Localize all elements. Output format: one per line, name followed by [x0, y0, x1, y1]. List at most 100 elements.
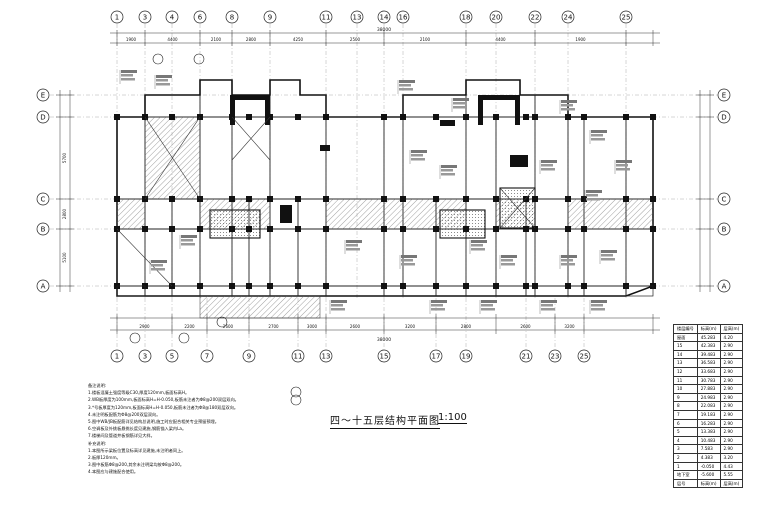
table-cell: 7.583 [696, 444, 721, 454]
column [400, 226, 406, 232]
axis-label-right: B [722, 226, 727, 234]
axis-bubble-left [36, 110, 50, 124]
axis-bubble-top [110, 10, 124, 24]
drawing-title: 四～十五层结构平面图 [330, 412, 440, 429]
shear-wall [440, 120, 455, 126]
design-notes: 备注说明: 1.楼板混凝土强度等级C30,厚度120mm,板面标高H。 2.WB… [88, 382, 328, 476]
callout-text-bar [151, 264, 163, 267]
axis-label-bottom: 19 [462, 353, 471, 361]
axis-bubble-bottom [519, 349, 533, 363]
column [523, 196, 529, 202]
callout-text-bar [616, 168, 630, 171]
callout-text-bar [156, 75, 172, 78]
dimension-text-top: 1900 [126, 37, 137, 42]
callout-text-bar [453, 106, 467, 109]
table-cell: 11 [673, 375, 698, 386]
table-cell: -5.600 [696, 470, 721, 480]
callout-text-bar [501, 259, 513, 262]
callout-text-bar [471, 240, 487, 243]
table-cell: 7 [673, 409, 698, 420]
opening-diagonal [231, 116, 271, 161]
axis-bubble-top [319, 10, 333, 24]
dimension-text-total-bottom: 38000 [377, 337, 391, 343]
table-cell: 19.183 [696, 409, 721, 420]
column [323, 114, 329, 120]
axis-bubble-top [489, 10, 503, 24]
column [523, 283, 529, 289]
column [433, 283, 439, 289]
column [565, 283, 571, 289]
callout-text-bar [401, 255, 417, 258]
table-cell: 2.90 [719, 358, 744, 368]
column [581, 283, 587, 289]
table-cell: 2.90 [719, 341, 744, 351]
column [169, 226, 175, 232]
table-cell: 27.883 [696, 384, 721, 394]
column [433, 226, 439, 232]
column [532, 196, 538, 202]
callout-text-bar [616, 160, 632, 163]
column [400, 196, 406, 202]
shear-wall [515, 95, 520, 125]
column [523, 114, 529, 120]
extra-note-line: 3.图中板筋Φ8@200,其余未注明梁均按Φ8@200。 [88, 462, 185, 468]
extra-notes-heading: 补充说明: [88, 440, 107, 446]
table-cell: 10.483 [696, 435, 721, 446]
note-line: 2.WB板厚度为100mm,板面标高H=H-0.050,板筋未注者为Φ8@200… [88, 397, 239, 403]
column [169, 196, 175, 202]
callout-text-bar [156, 83, 170, 86]
axis-label-left: D [40, 114, 45, 122]
column [246, 196, 252, 202]
callout-text-bar [586, 190, 602, 193]
table-cell: 9 [673, 392, 698, 403]
note-line: 4.未注明板配筋为Φ8@200双层双向。 [88, 411, 161, 417]
callout-text-bar [441, 165, 457, 168]
table-header-cell: 标高(m) [696, 324, 721, 334]
axis-label-bottom: 3 [143, 353, 147, 361]
callout-text-bar [181, 243, 195, 246]
axis-bubble-top [165, 10, 179, 24]
dimension-text-top: 2500 [350, 37, 361, 42]
note-line: 6.空调板及外挑板悬挑长度见建施,钢筋锚入梁内La。 [88, 426, 187, 432]
column [381, 226, 387, 232]
callout-text-bar [401, 263, 415, 266]
dimension-text-top: 4400 [495, 37, 506, 42]
column [463, 196, 469, 202]
extra-note-line: 1.本图所示梁板位置及标高详见建施,未注明者同上。 [88, 447, 186, 453]
column [229, 196, 235, 202]
callout-text-bar [561, 104, 573, 107]
callout-text-bar [586, 198, 600, 201]
callout-text-bar [501, 263, 515, 266]
table-cell: 2.90 [719, 444, 744, 454]
table-row: 层号标高(m)层高(m) [673, 478, 744, 489]
axis-bubble-left [36, 192, 50, 206]
axis-label-bottom: 13 [322, 353, 331, 361]
table-cell: 2.90 [719, 418, 744, 429]
opening-diagonal [116, 228, 173, 287]
axis-label-right: A [722, 283, 727, 291]
callout-text-bar [121, 70, 137, 73]
table-cell: 4 [673, 435, 698, 446]
callout-text-bar [453, 102, 465, 105]
axis-bubble-bottom [200, 349, 214, 363]
callout-text-bar [401, 259, 413, 262]
callout-text-bar [601, 254, 613, 257]
table-cell: 36.583 [696, 358, 721, 368]
callout-text-bar [541, 300, 557, 303]
extra-note-line: 2.板厚120mm。 [88, 455, 121, 461]
table-cell: 2.90 [719, 427, 744, 437]
balcony-slab [116, 285, 146, 297]
table-cell: 4.43 [719, 461, 744, 472]
table-cell: 5.55 [719, 470, 744, 480]
callout-text-bar [591, 300, 607, 303]
table-cell: 45.283 [696, 332, 721, 343]
callout-text-bar [591, 130, 607, 133]
column [246, 283, 252, 289]
